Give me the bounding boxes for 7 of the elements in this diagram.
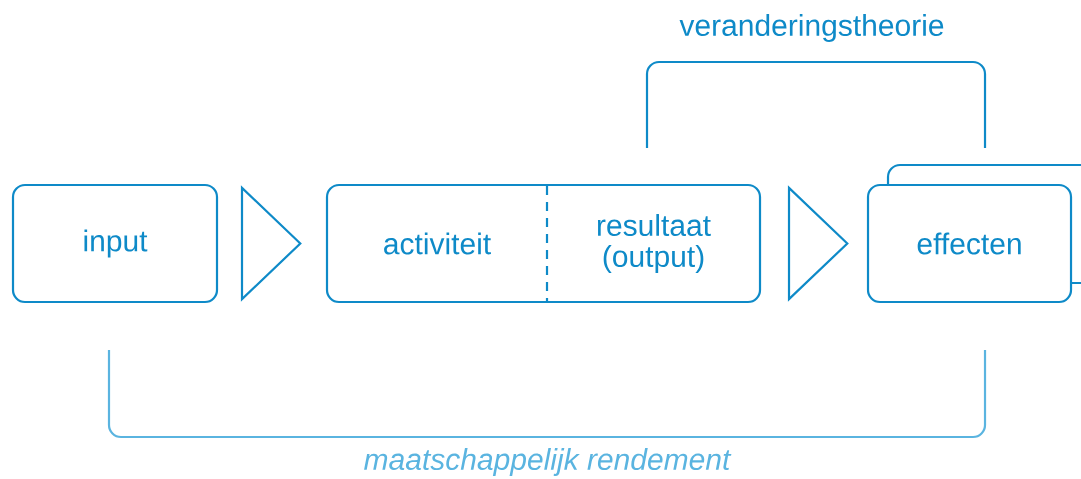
- process-box: [325, 183, 762, 304]
- process-box: input: [11, 183, 219, 304]
- bracket-label: veranderingstheorie: [679, 14, 944, 42]
- process-box: effecten: [866, 183, 1073, 304]
- box-section: resultaat (output): [597, 214, 711, 273]
- box-section: activiteit: [384, 232, 491, 255]
- bracket-label: maatschappelijk rendement: [364, 448, 732, 476]
